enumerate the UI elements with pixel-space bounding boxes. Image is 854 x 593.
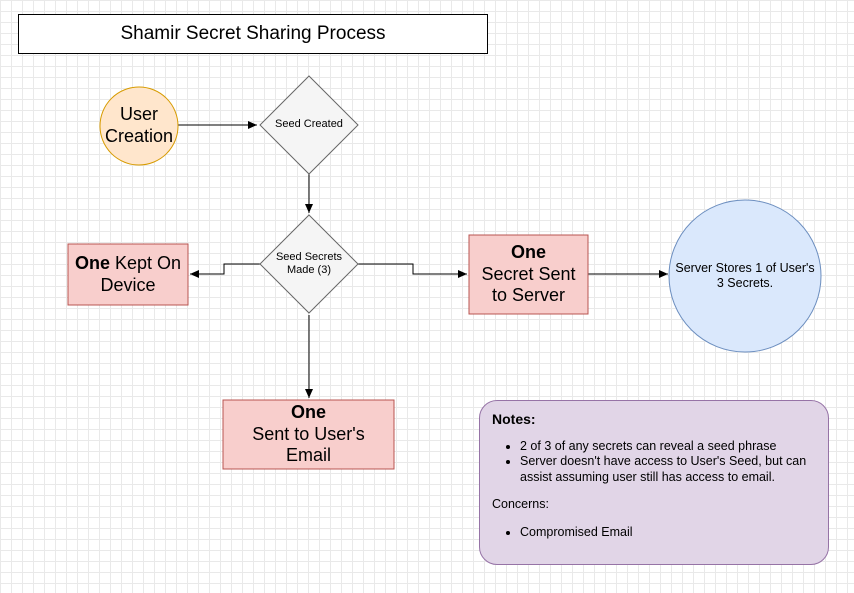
sent-to-server-rest: Secret Sent to Server <box>481 263 576 306</box>
seed-secrets-label: Seed Secrets Made (3) <box>262 249 356 279</box>
server-stores-label: Server Stores 1 of User's 3 Secrets. <box>670 256 820 296</box>
seed-created-label: Seed Created <box>262 112 356 138</box>
diagram-title: Shamir Secret Sharing Process <box>18 14 488 54</box>
seed-secrets-text-line2: Made (3) <box>286 264 332 276</box>
user-creation-label: User Creation <box>100 87 178 165</box>
concerns-item: Compromised Email <box>520 525 816 541</box>
sent-to-email-node <box>222 399 395 470</box>
seed-created-node <box>259 75 359 175</box>
edge-secrets-to-server <box>358 263 467 278</box>
seed-secrets-node <box>259 214 359 314</box>
edge-secrets-to-device <box>190 263 260 278</box>
server-stores-text: Server Stores 1 of User's 3 Secrets. <box>675 261 815 290</box>
notes-item: Server doesn't have access to User's See… <box>520 454 816 485</box>
user-creation-text: User Creation <box>104 104 174 146</box>
notes-panel: Notes: 2 of 3 of any secrets can reveal … <box>479 400 829 565</box>
seed-secrets-text-line1: Seed Secrets <box>275 250 343 263</box>
sent-to-server-node <box>468 234 589 315</box>
kept-on-device-node <box>67 243 189 306</box>
notes-item: 2 of 3 of any secrets can reveal a seed … <box>520 439 816 455</box>
concerns-list: Compromised Email <box>492 525 816 541</box>
sent-to-email-bold: One <box>290 402 326 423</box>
notes-title: Notes: <box>492 411 536 427</box>
kept-on-device-label: One Kept On Device <box>68 244 188 305</box>
sent-to-server-label: One Secret Sent to Server <box>469 235 588 314</box>
seed-created-text: Seed Created <box>275 118 343 131</box>
sent-to-server-bold: One <box>510 242 546 263</box>
concerns-label: Concerns: <box>492 497 549 512</box>
kept-on-device-bold: One <box>74 252 110 273</box>
user-creation-node <box>99 86 179 166</box>
sent-to-email-rest: Sent to User's Email <box>252 423 365 466</box>
kept-on-device-rest: Kept On Device <box>100 252 182 295</box>
kept-on-device-text: One Kept On Device <box>72 253 184 296</box>
server-stores-node <box>668 199 822 353</box>
sent-to-email-label: One Sent to User's Email <box>223 400 394 469</box>
notes-list: 2 of 3 of any secrets can reveal a seed … <box>492 439 816 486</box>
diagram-title-text: Shamir Secret Sharing Process <box>120 23 386 44</box>
